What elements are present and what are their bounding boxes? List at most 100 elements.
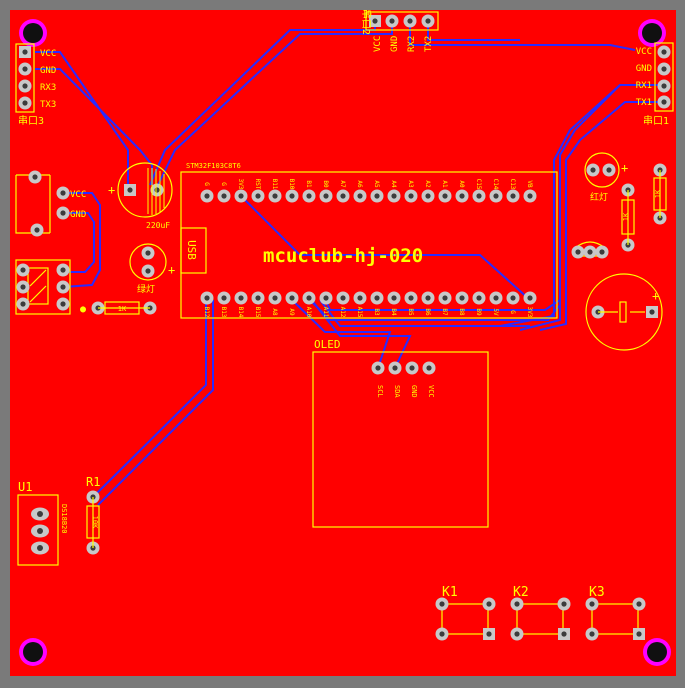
j3-pin-label: GND bbox=[636, 64, 652, 74]
j2-pin-label: GND bbox=[390, 36, 400, 52]
pad-drill bbox=[221, 295, 227, 301]
mounting-hole bbox=[23, 23, 43, 43]
pad-drill bbox=[392, 365, 398, 371]
resistor-r-buzzer: 1K bbox=[653, 170, 667, 218]
pad-drill bbox=[60, 190, 66, 196]
pad-drill bbox=[22, 83, 28, 89]
header-j2-outline bbox=[365, 11, 439, 31]
pad-drill bbox=[409, 365, 415, 371]
pad-drill bbox=[510, 295, 516, 301]
j2-pin-label: TX2 bbox=[424, 36, 434, 52]
r1-ref: R1 bbox=[86, 475, 100, 489]
capacitor-plus: + bbox=[108, 183, 115, 197]
pad-drill bbox=[221, 193, 227, 199]
pad-drill bbox=[20, 301, 26, 307]
pad-drill bbox=[561, 631, 567, 637]
pad-drill bbox=[255, 193, 261, 199]
pad-drill bbox=[589, 631, 595, 637]
j3-ref: 串口1 bbox=[643, 115, 669, 127]
usb-outline bbox=[180, 227, 207, 274]
pad-drill bbox=[340, 193, 346, 199]
pad-drill bbox=[145, 268, 151, 274]
switch-symbol bbox=[29, 269, 47, 303]
power-pin-label: GND bbox=[70, 210, 86, 220]
oled-pin-label: VCC bbox=[427, 385, 435, 398]
mcu-bottom-pin-label: 5V bbox=[492, 308, 499, 316]
mcu-name: STM32F103C8T6 bbox=[186, 162, 241, 170]
capacitor-outline bbox=[117, 162, 173, 218]
oled-pin-label: SDA bbox=[393, 385, 401, 398]
key-k1-outline bbox=[441, 603, 489, 635]
buzzer-plus: + bbox=[652, 289, 659, 303]
pad-drill bbox=[22, 49, 28, 55]
pad-drill bbox=[372, 18, 378, 24]
switch-dot: ● bbox=[80, 304, 86, 315]
j1-pin-label: TX3 bbox=[40, 100, 56, 110]
mcu-top-pin-label: A5 bbox=[373, 180, 380, 188]
pad-drill bbox=[493, 295, 499, 301]
mcu-bottom-pin-label: 3V3 bbox=[526, 307, 533, 318]
pad-drill bbox=[661, 99, 667, 105]
pad-drill bbox=[510, 193, 516, 199]
pad-drill bbox=[34, 227, 40, 233]
pad-drill bbox=[661, 66, 667, 72]
mcu-top-pin-label: G bbox=[203, 182, 210, 186]
header-j1-outline bbox=[15, 43, 35, 113]
mounting-hole bbox=[23, 642, 43, 662]
usb-label: USB bbox=[185, 240, 198, 260]
pad-drill bbox=[476, 193, 482, 199]
pad-drill bbox=[514, 631, 520, 637]
pad-drill bbox=[306, 193, 312, 199]
mcu-top-pin-label: A0 bbox=[458, 180, 465, 188]
switch-outline bbox=[15, 259, 71, 315]
mcu-top-pin-label: B10 bbox=[288, 179, 295, 190]
key-ref: K1 bbox=[442, 585, 458, 600]
mcu-top-pin-label: A7 bbox=[339, 180, 346, 188]
oled-outline bbox=[312, 351, 489, 528]
mounting-holes bbox=[19, 19, 671, 666]
power-pin-label: VCC bbox=[70, 190, 86, 200]
header-j3-outline bbox=[654, 42, 674, 112]
mcu-top-pin-label: C15 bbox=[475, 179, 482, 190]
resistor-r-led-green: 1K bbox=[98, 301, 150, 315]
pad-drill bbox=[408, 193, 414, 199]
red-led-plus: + bbox=[621, 161, 628, 175]
pad-drill bbox=[527, 193, 533, 199]
pad-drill bbox=[391, 295, 397, 301]
pad-drill bbox=[204, 193, 210, 199]
silk-labels: mcuclub-hj-020 STM32F103C8T6 USB VCC GND… bbox=[18, 9, 669, 600]
mcu-bottom-pin-label: B14 bbox=[237, 307, 244, 318]
pads-layer bbox=[16, 14, 671, 641]
mcu-bottom-pin-label: A8 bbox=[271, 308, 278, 316]
resistor-r1: 10K bbox=[86, 497, 100, 548]
pad-drill bbox=[60, 210, 66, 216]
pad-drill bbox=[204, 295, 210, 301]
pad-drill bbox=[357, 193, 363, 199]
mcu-top-pin-label: A3 bbox=[407, 180, 414, 188]
pad-drill bbox=[514, 601, 520, 607]
pad-drill bbox=[459, 295, 465, 301]
pad-drill bbox=[649, 309, 655, 315]
mcu-bottom-pin-label: B6 bbox=[424, 308, 431, 316]
pad-drill bbox=[375, 365, 381, 371]
mcu-bottom-pin-label: G bbox=[509, 310, 516, 314]
pad-drill bbox=[636, 631, 642, 637]
pad-drill bbox=[20, 267, 26, 273]
resistor-value: 1K bbox=[622, 212, 630, 221]
mounting-hole bbox=[642, 23, 662, 43]
pad-drill bbox=[391, 193, 397, 199]
pad-drill bbox=[22, 66, 28, 72]
j1-ref: 串口3 bbox=[18, 115, 44, 127]
pad-drill bbox=[60, 301, 66, 307]
mcu-top-pin-label: C13 bbox=[509, 179, 516, 190]
mcu-bottom-pin-label: B9 bbox=[475, 308, 482, 316]
mcu-top-pin-label: B0 bbox=[322, 180, 329, 188]
mcu-bottom-pin-label: A9 bbox=[288, 308, 295, 316]
j1-pin-label: VCC bbox=[40, 49, 56, 59]
capacitor-label: 220uF bbox=[146, 221, 170, 230]
pad-drill bbox=[459, 193, 465, 199]
oled-pin-label: GND bbox=[410, 385, 418, 398]
